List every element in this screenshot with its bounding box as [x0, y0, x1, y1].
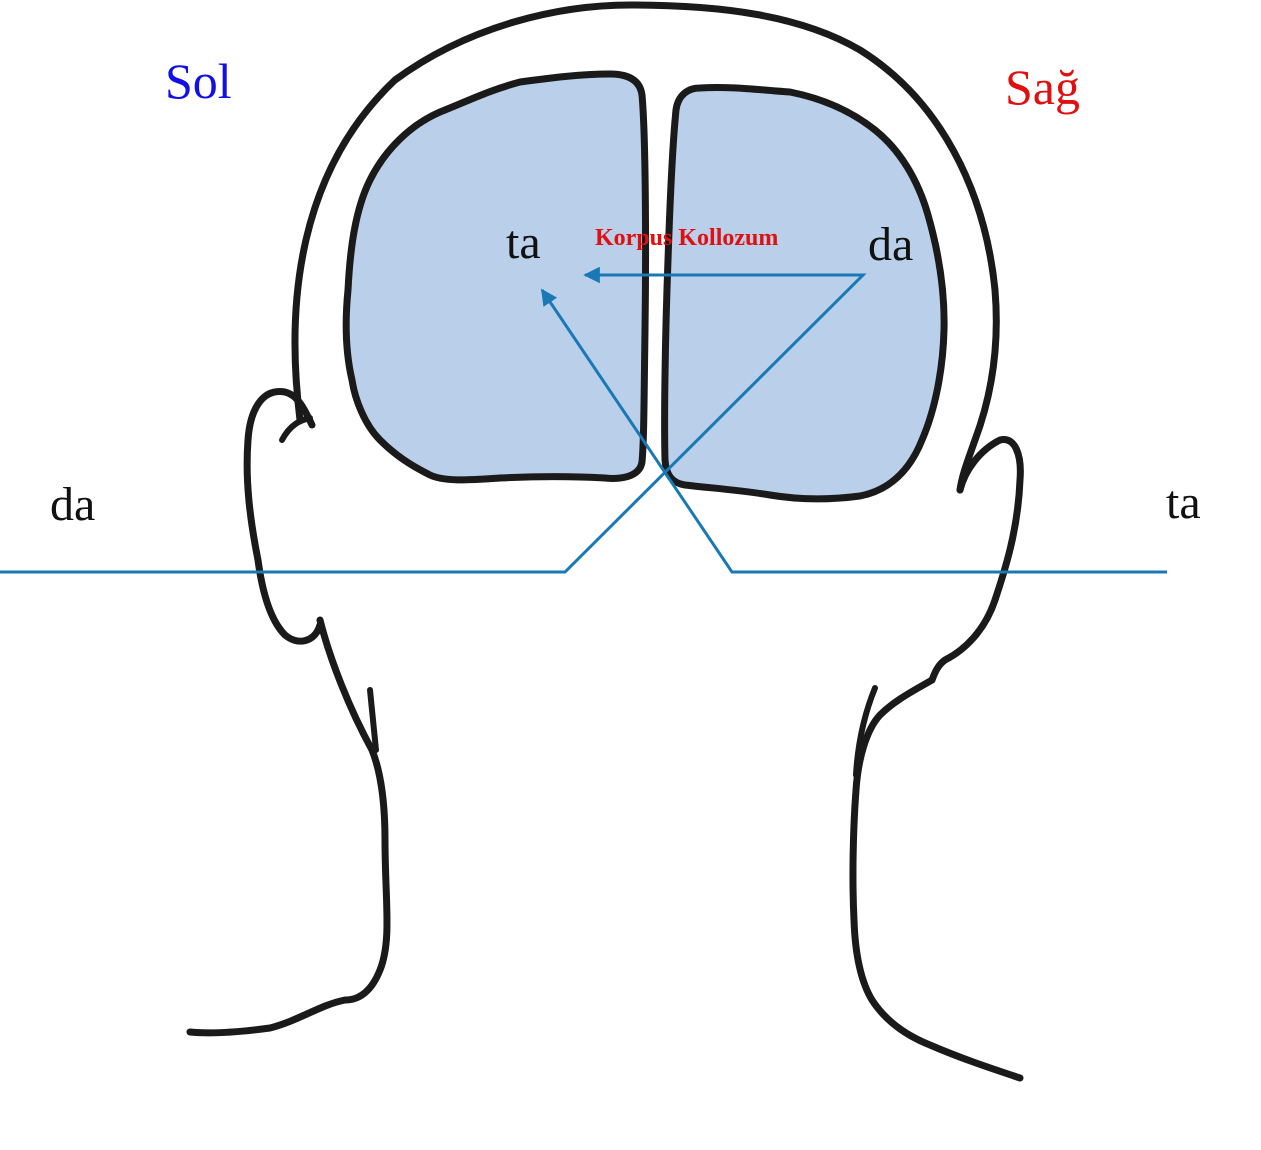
right-ear-pathway	[540, 288, 1167, 574]
left-neck-fold	[367, 687, 379, 753]
left-ear	[243, 388, 324, 645]
left-brain-sound-label: ta	[506, 216, 541, 269]
right-ear	[928, 436, 1024, 684]
right-hemisphere-label: Sağ	[1005, 59, 1080, 115]
left-neck	[186, 616, 391, 1037]
right-neck	[849, 676, 1024, 1082]
left-hemisphere	[342, 70, 650, 484]
right-hemisphere	[661, 83, 948, 503]
right-brain-sound-label: da	[868, 218, 914, 271]
head-outline	[291, 1, 1000, 494]
left-ear-inner	[279, 415, 313, 443]
left-ear-sound-label: da	[50, 478, 96, 531]
corpus-callosum-label: Korpus Kollozum	[595, 225, 779, 251]
left-hemisphere-label: Sol	[165, 53, 232, 109]
right-ear-sound-label: ta	[1166, 476, 1201, 529]
left-ear-pathway	[0, 266, 867, 574]
right-neck-fold	[853, 685, 878, 778]
